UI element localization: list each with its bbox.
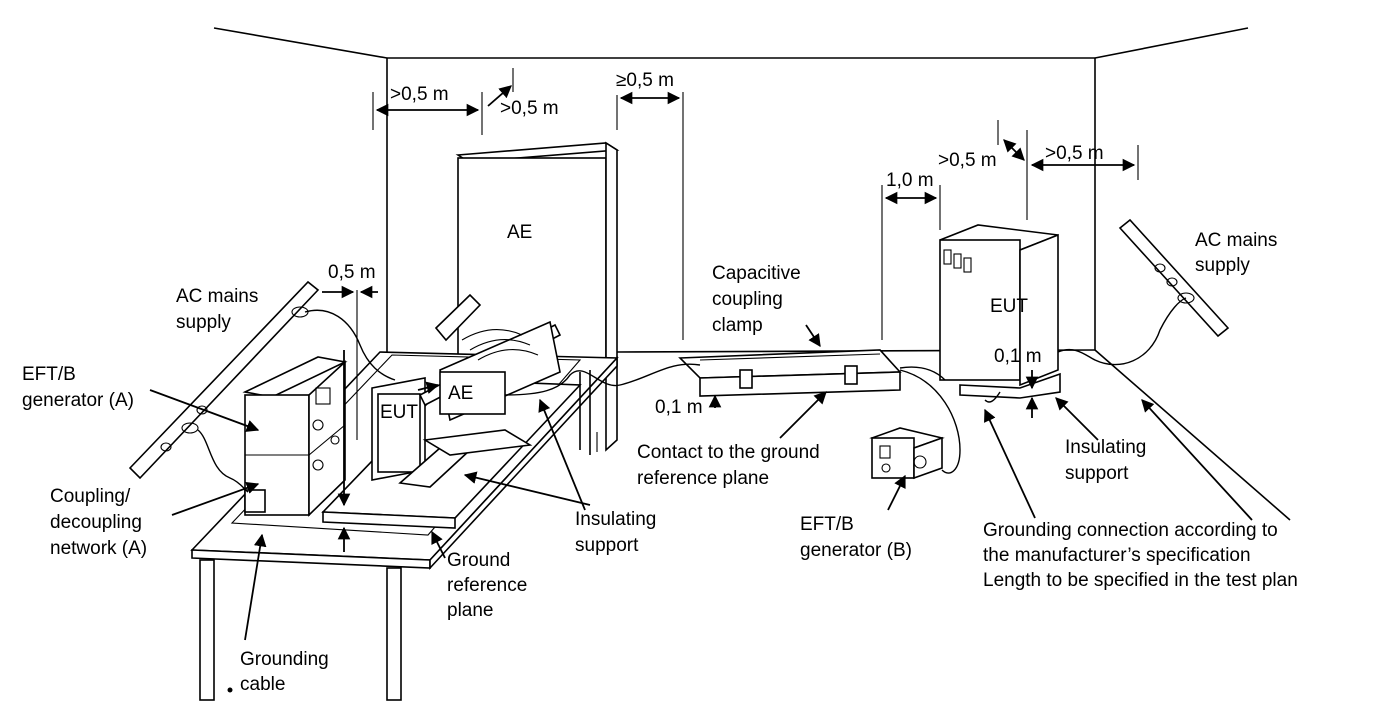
ac-mains-left <box>128 280 320 480</box>
dim-table-gap-label: 0,5 m <box>328 262 376 283</box>
contact-label: Contact to the ground reference plane <box>637 442 825 489</box>
eft-generator-b-label: EFT/B generator (B) <box>800 514 912 561</box>
dim-eut-top-left-label: >0,5 m <box>938 150 997 171</box>
eut-floor-label: EUT <box>990 296 1028 317</box>
dim-eut-height-label: 0,1 m <box>994 346 1042 367</box>
dim-clamp-height-label: 0,1 m <box>655 397 703 418</box>
ae-cabinet <box>455 141 620 452</box>
dim-clamp-left-label: ≥0,5 m <box>616 70 674 91</box>
eut-floor <box>939 224 1061 399</box>
ground-reference-plane-label: Ground reference plane <box>447 550 533 621</box>
ac-mains-right-label: AC mains supply <box>1195 230 1283 276</box>
dim-ae <box>372 68 684 340</box>
ae-small-label: AE <box>448 383 473 404</box>
cdn-a-label: Coupling/ decoupling network (A) <box>50 486 147 559</box>
grounding-connection-label: Grounding connection according to the ma… <box>983 520 1298 591</box>
grounding-cable-label: Grounding cable <box>240 649 334 695</box>
eft-generator-a <box>242 356 348 517</box>
labels: >0,5 m >0,5 m ≥0,5 m 0,5 m 1,0 m >0,5 m … <box>22 70 1298 695</box>
dim-eut-left-label: 1,0 m <box>886 170 934 191</box>
ac-mains-right <box>1118 218 1230 338</box>
eft-generator-a-label: EFT/B generator (A) <box>22 364 134 411</box>
insulating-support-right-label: Insulating support <box>1065 437 1152 484</box>
eft-generator-b <box>869 427 945 480</box>
leader-lines <box>149 285 1253 693</box>
dim-eut-top-right-label: >0,5 m <box>1045 143 1104 164</box>
dim-ae-right-label: >0,5 m <box>500 98 559 119</box>
eut-table-label: EUT <box>380 402 418 423</box>
coupling-clamp <box>678 349 902 397</box>
dim-ae-left-label: >0,5 m <box>390 84 449 105</box>
table-equipment <box>321 293 582 529</box>
ac-mains-left-label: AC mains supply <box>176 286 264 333</box>
clamp-label: Capacitive coupling clamp <box>712 263 806 336</box>
ae-large-label: AE <box>507 222 532 243</box>
insulating-support-mid-label: Insulating support <box>575 509 662 556</box>
dim-eut <box>708 120 1139 418</box>
